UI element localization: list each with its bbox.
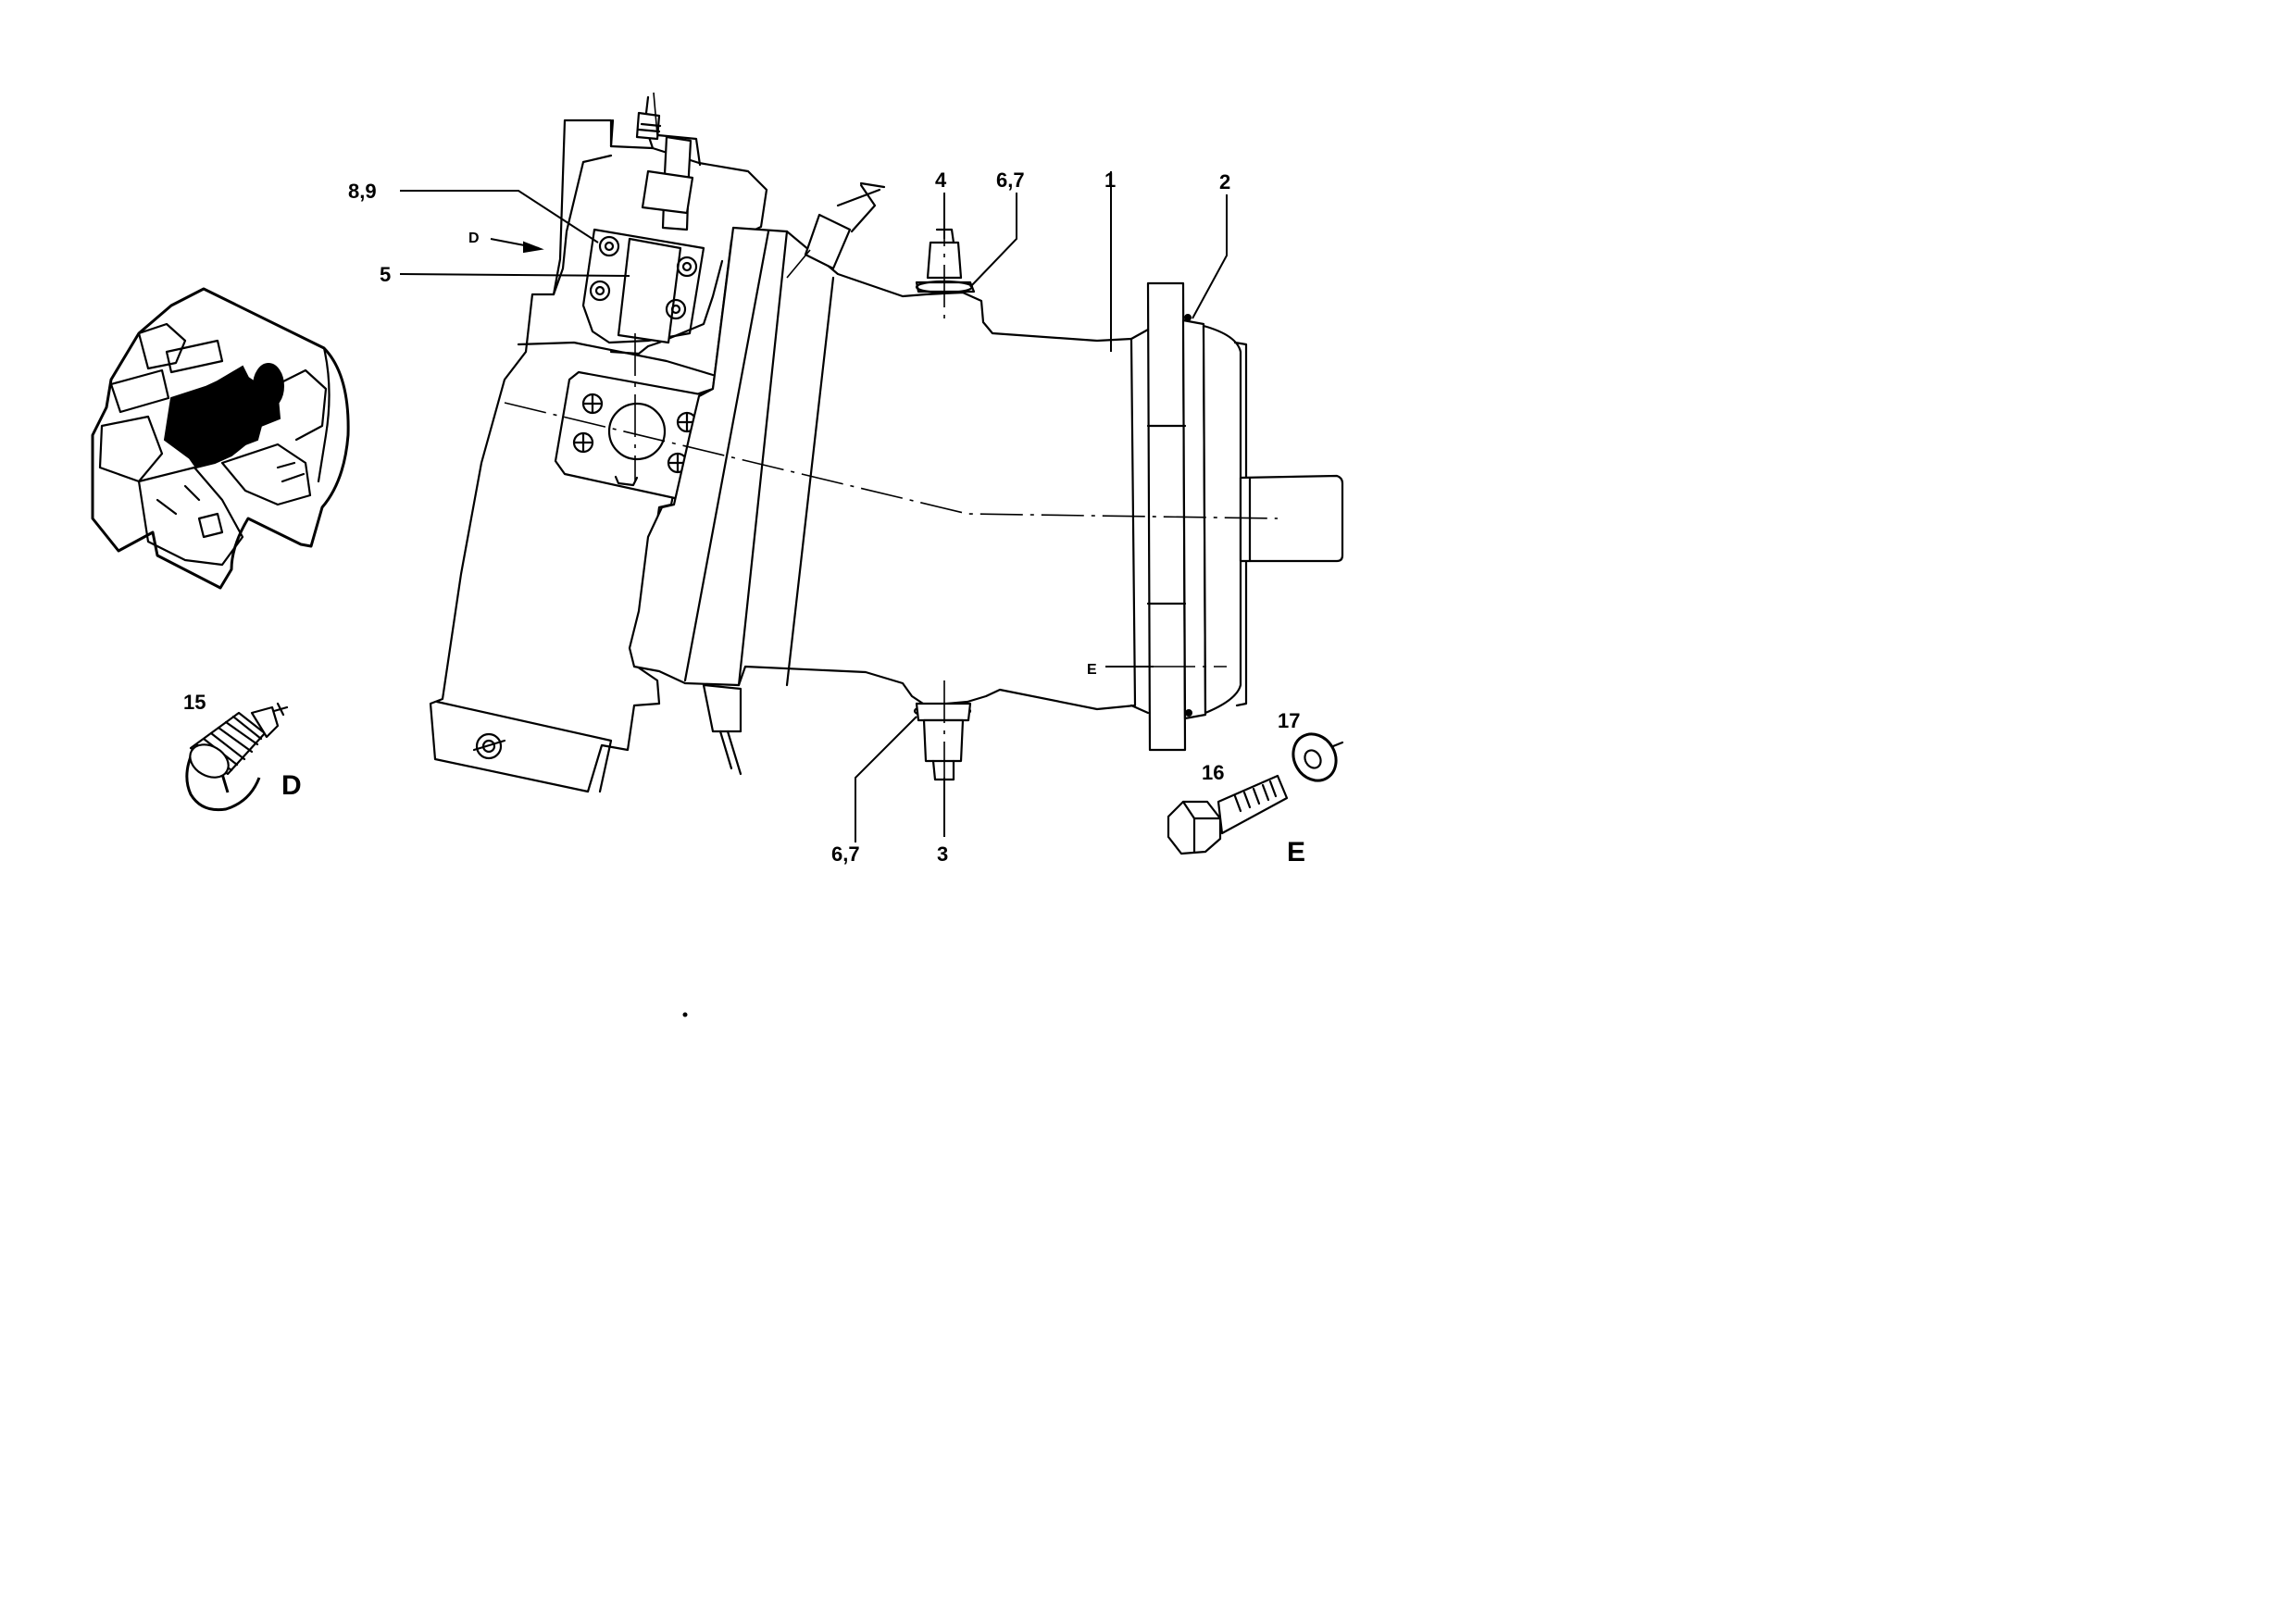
bolt-head-icon [589,235,698,320]
detail-view-e-label: E [1287,837,1305,867]
callout-6-7-bottom: 6,7 [831,842,860,866]
drain-plug-detail [185,702,289,812]
callout-17: 17 [1278,709,1300,732]
callout-3: 3 [937,842,948,866]
washer-icon [1292,732,1344,782]
view-marker-e-arrow: E [1087,662,1097,678]
callout-6-7-top: 6,7 [996,168,1025,192]
callout-1: 1 [1104,168,1116,192]
callout-8-9: 8,9 [348,180,377,203]
leader-lines [399,171,1228,842]
exploded-parts-diagram: 8,9 5 D 4 6,7 1 2 E 6,7 3 15 16 17 D E [91,92,1344,1017]
view-marker-d-arrow: D [468,231,480,246]
pump-location-thumbnail [91,287,350,590]
detail-view-d-label: D [281,770,302,801]
callout-16: 16 [1202,761,1224,784]
callout-2: 2 [1219,170,1230,193]
callout-4: 4 [935,168,947,192]
callout-labels: 8,9 5 D 4 6,7 1 2 E 6,7 3 15 16 17 D E [183,168,1305,867]
bolt-icon [1167,774,1289,855]
callout-15: 15 [183,691,206,714]
pump-housing [429,95,1344,793]
callout-5: 5 [380,263,391,286]
